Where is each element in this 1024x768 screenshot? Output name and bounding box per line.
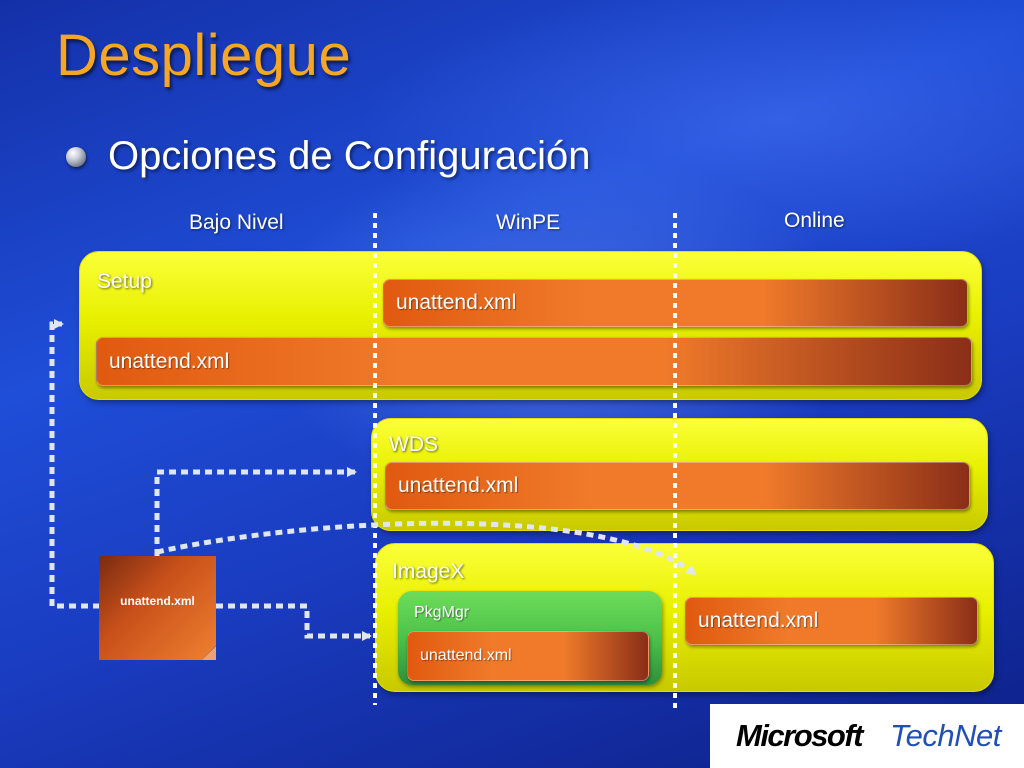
- arrow-to-setup: [49, 319, 100, 609]
- bullet-icon: [66, 147, 86, 167]
- imagex-panel: ImageX PkgMgr unattend.xml unattend.xml: [375, 543, 994, 692]
- arrow-to-online: [156, 520, 697, 576]
- arrow-to-imagex: [216, 603, 372, 641]
- arrow-to-wds: [154, 467, 357, 556]
- imagex-label: ImageX: [392, 560, 465, 583]
- column-winpe: WinPE: [496, 211, 561, 234]
- microsoft-technet-logo: Microsoft TechNet: [710, 704, 1024, 768]
- bullet-text: Opciones de Configuración: [108, 134, 591, 178]
- wds-label: WDS: [389, 433, 438, 456]
- wds-file: unattend.xml: [385, 462, 970, 510]
- logo-technet-text: TechNet: [890, 718, 1001, 753]
- setup-label: Setup: [97, 270, 152, 293]
- logo-microsoft-text: Microsoft: [736, 718, 864, 753]
- imagex-online-file: unattend.xml: [685, 597, 978, 645]
- source-file-label: unattend.xml: [120, 594, 195, 608]
- slide-title: Despliegue: [56, 23, 352, 88]
- pkgmgr-label: PkgMgr: [414, 604, 470, 621]
- source-file-icon: unattend.xml: [99, 556, 216, 660]
- column-online: Online: [784, 209, 845, 232]
- setup-panel: Setup unattend.xml unattend.xml: [79, 251, 982, 400]
- setup-low-level-file: unattend.xml: [96, 337, 972, 386]
- column-low-level: Bajo Nivel: [189, 211, 284, 234]
- wds-panel: WDS unattend.xml: [371, 418, 988, 531]
- pkgmgr-box: PkgMgr unattend.xml: [398, 591, 662, 685]
- pkgmgr-file: unattend.xml: [407, 631, 649, 681]
